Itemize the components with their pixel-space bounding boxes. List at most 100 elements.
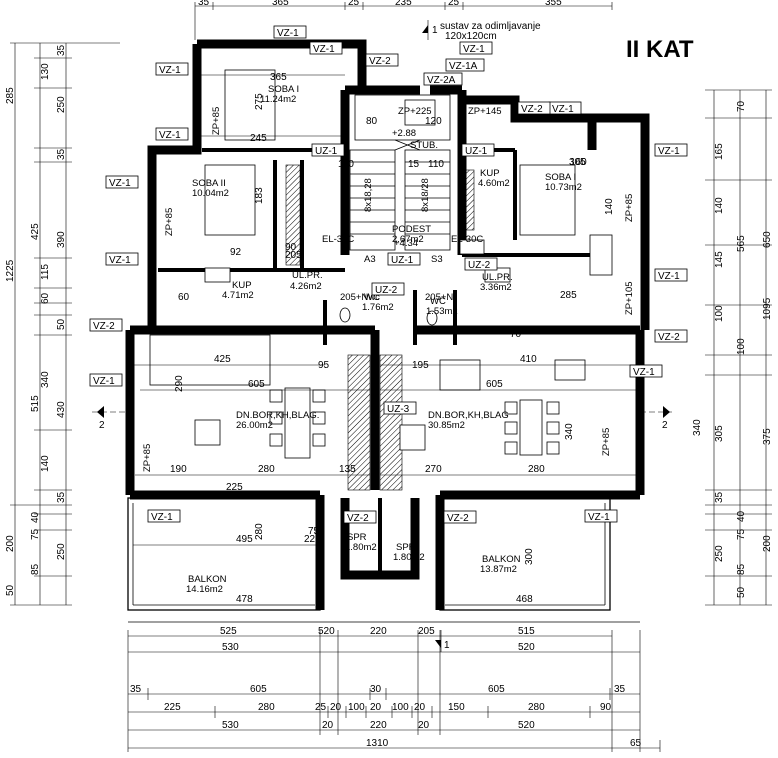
room-area: 4.71m2: [222, 290, 254, 301]
section-marks: 2 2 1 1: [92, 20, 672, 652]
svg-text:150: 150: [448, 702, 465, 713]
room-name: SPR: [347, 532, 367, 543]
svg-text:UZ-2: UZ-2: [375, 285, 398, 296]
tag: VZ-2: [654, 329, 688, 343]
svg-text:245: 245: [250, 133, 267, 144]
balcony-outlines: [127, 497, 640, 623]
tag: UZ-3: [383, 401, 417, 415]
svg-text:275: 275: [254, 93, 265, 110]
tag: UZ-1: [461, 143, 495, 157]
section-arrow-icon: [422, 25, 428, 33]
svg-text:UZ-3: UZ-3: [387, 404, 410, 415]
svg-text:VZ-2: VZ-2: [658, 332, 680, 343]
svg-text:605: 605: [248, 379, 265, 390]
stair-run-a: 8x18,28: [363, 178, 374, 212]
tag: VZ-2: [343, 510, 377, 524]
room-labels: SOBA I 11.24m2 SOBA II 10.04m2 KUP 4.71m…: [186, 84, 582, 595]
svg-text:VZ-1: VZ-1: [277, 28, 299, 39]
tag: VZ-2: [89, 318, 123, 332]
room-name: SOBA I: [545, 172, 576, 183]
tag: VZ-1: [654, 143, 688, 157]
room-area: 1.53m2: [426, 306, 458, 317]
dim-left-5: 425: [30, 223, 41, 240]
section-label-left: 2: [99, 420, 105, 431]
svg-text:190: 190: [170, 464, 187, 475]
dim-right-13: 35: [714, 491, 725, 503]
nwc2-label: 205+N: [425, 292, 453, 303]
tag: VZ-1: [89, 373, 123, 387]
svg-text:270: 270: [425, 464, 442, 475]
interior-dimensions: 365 245 275 183 425 605 290 280 190 135 …: [130, 72, 640, 605]
tag: VZ-1: [459, 41, 493, 55]
svg-text:90: 90: [285, 242, 297, 253]
svg-text:205: 205: [418, 626, 435, 637]
tag: VZ-1: [548, 101, 582, 115]
tag: UZ-2: [464, 257, 498, 271]
level-b: +4.34: [394, 238, 418, 249]
tag: VZ-1: [273, 25, 307, 39]
svg-text:110: 110: [338, 159, 354, 170]
dim-right-1: 70: [736, 100, 747, 112]
svg-text:478: 478: [236, 594, 253, 605]
dim-left-3: 250: [56, 96, 67, 113]
svg-text:VZ-1: VZ-1: [159, 130, 181, 141]
room-name: BALKON: [188, 574, 227, 585]
svg-text:VZ-1: VZ-1: [109, 178, 131, 189]
svg-text:605: 605: [250, 684, 267, 695]
section-arrow-icon: [435, 640, 441, 648]
svg-text:305: 305: [569, 157, 586, 168]
svg-text:20: 20: [330, 702, 342, 713]
tag: VZ-1A: [445, 58, 485, 72]
stair-run-b: 8x18/28: [420, 178, 431, 212]
svg-text:VZ-1: VZ-1: [151, 512, 173, 523]
svg-text:225: 225: [304, 534, 321, 545]
svg-text:410: 410: [520, 354, 537, 365]
svg-text:530: 530: [222, 642, 239, 653]
dim-right-8: 100: [714, 305, 725, 322]
dim-left-8: 60: [40, 292, 51, 304]
svg-text:605: 605: [486, 379, 503, 390]
room-name: WC: [364, 292, 380, 303]
room-area: 11.24m2: [260, 94, 296, 105]
dim-right-5: 140: [714, 197, 725, 214]
room-name: DN.BOR,KH,BLAG: [428, 410, 509, 421]
section-arrow-icon: [97, 406, 104, 418]
svg-text:VZ-2: VZ-2: [93, 321, 115, 332]
svg-text:140: 140: [604, 198, 615, 215]
opening-tags: VZ-1 VZ-2 VZ-1 VZ-1A VZ-2A VZ-1 VZ-1 VZ-…: [89, 25, 688, 524]
zp145-label: ZP+145: [468, 106, 502, 117]
svg-text:UZ-1: UZ-1: [465, 146, 488, 157]
svg-text:70: 70: [510, 329, 522, 340]
dim-left-11: 515: [30, 395, 41, 412]
svg-text:VZ-1: VZ-1: [552, 104, 574, 115]
svg-text:VZ-1: VZ-1: [588, 512, 610, 523]
svg-text:520: 520: [518, 642, 535, 653]
svg-text:30: 30: [370, 684, 382, 695]
dim-left-10: 340: [40, 371, 51, 388]
svg-text:20: 20: [322, 720, 334, 731]
room-area: 4.60m2: [478, 178, 510, 189]
tag: VZ-1: [105, 252, 139, 266]
tag: VZ-1: [309, 41, 343, 55]
tag: VZ-1: [654, 268, 688, 282]
el-b: EL-30C: [451, 234, 483, 245]
room-name: KUP: [480, 168, 500, 179]
svg-text:183: 183: [254, 187, 265, 204]
tag: VZ-1: [629, 364, 663, 378]
svg-text:520: 520: [318, 626, 335, 637]
dim-right-7: 1095: [762, 297, 773, 320]
svg-text:VZ-2A: VZ-2A: [427, 75, 456, 86]
svg-text:VZ-1A: VZ-1A: [449, 61, 478, 72]
dim-right-15: 75: [736, 528, 747, 540]
room-area: 13.87m2: [480, 564, 517, 575]
svg-text:VZ-1: VZ-1: [658, 271, 680, 282]
dim-right-16: 200: [762, 535, 773, 552]
tag: VZ-2: [365, 53, 399, 67]
svg-text:VZ-1: VZ-1: [159, 65, 181, 76]
room-name: BALKON: [482, 554, 521, 565]
svg-text:35: 35: [130, 684, 142, 695]
zp85-label-3: ZP+85: [624, 194, 635, 222]
tag: UZ-2: [371, 282, 405, 296]
staircase: [285, 94, 475, 491]
dim-right-19: 50: [736, 586, 747, 598]
